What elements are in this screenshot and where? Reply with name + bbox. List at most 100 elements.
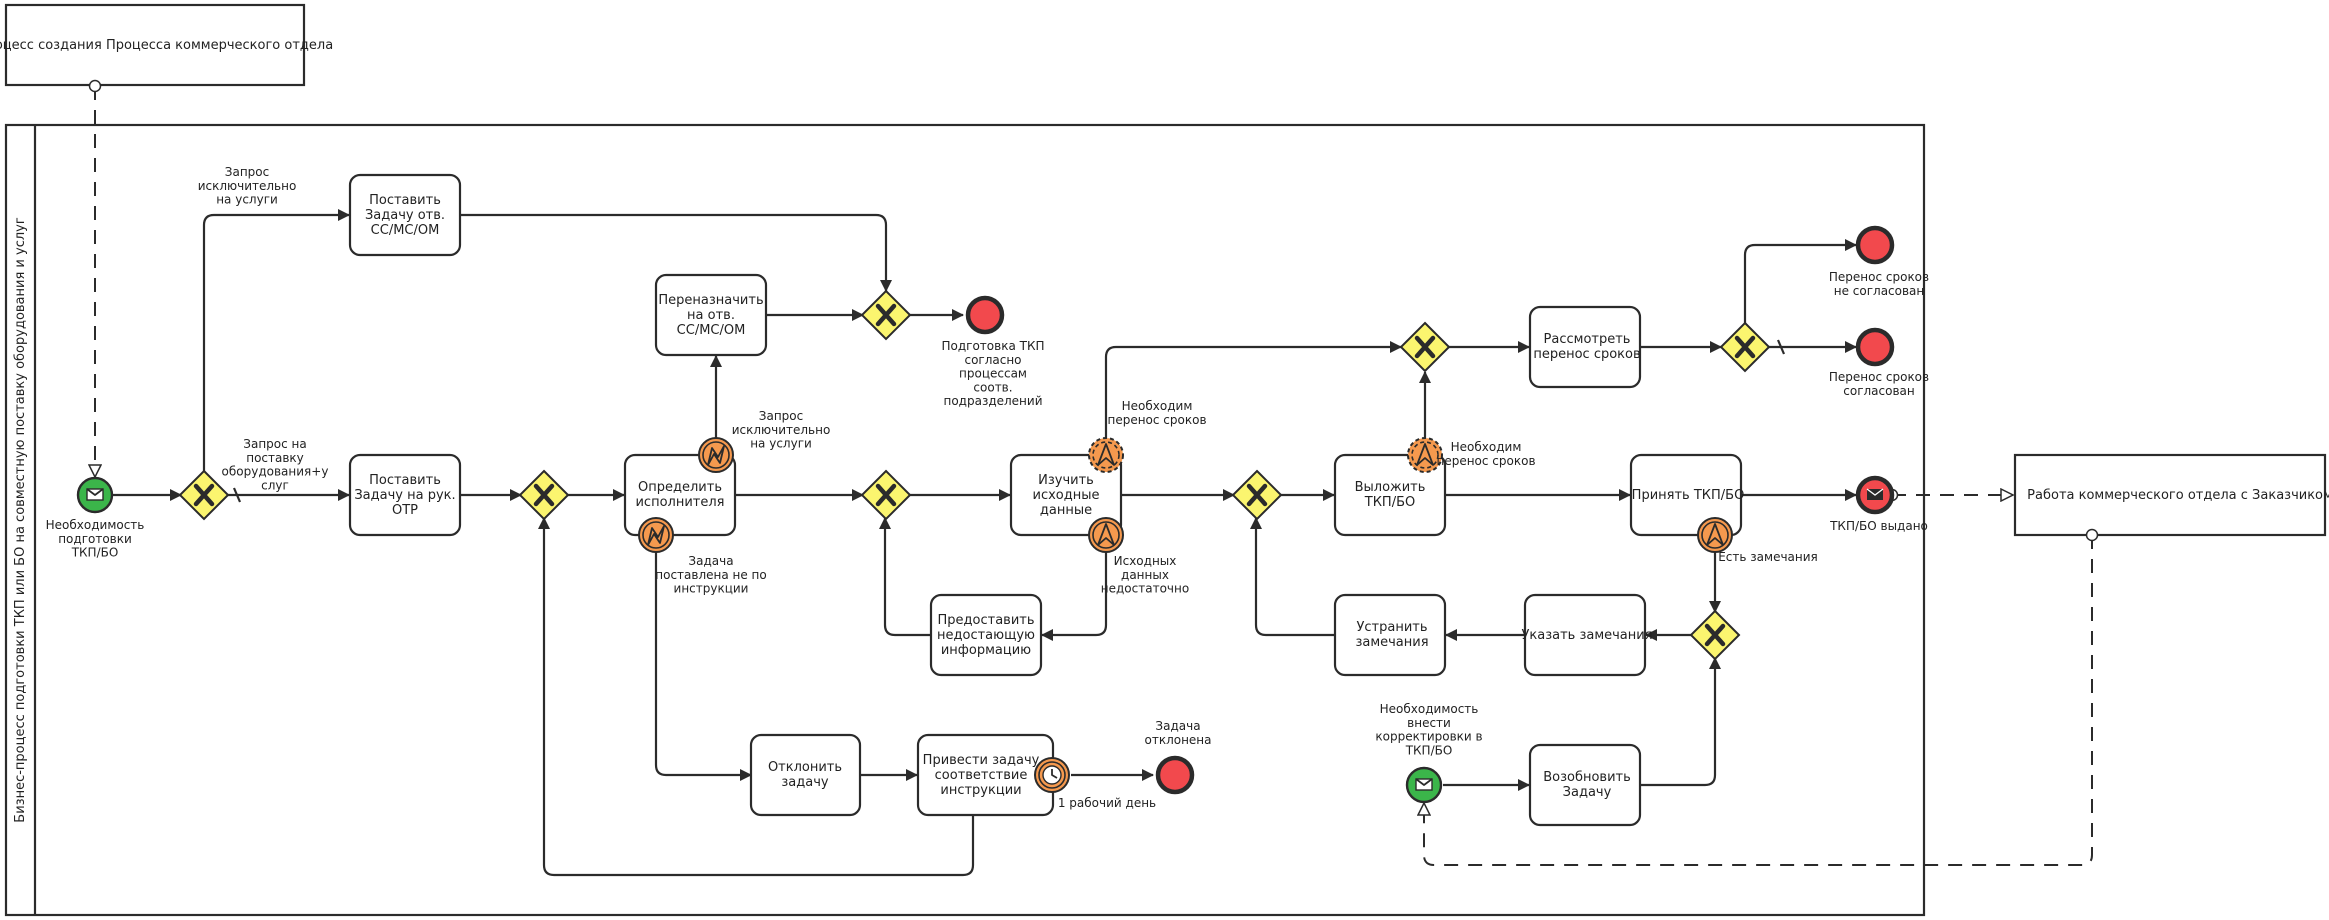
boundary-escalation-postpone-2[interactable] [1407,437,1443,473]
start-event-need-tkp[interactable] [76,476,114,514]
exclusive-x-icon [533,483,555,507]
exclusive-x-icon [1734,335,1756,359]
boundary-error-services-only[interactable] [698,437,734,473]
gateway-top-merge[interactable] [860,289,912,341]
gateway-publish-merge[interactable] [1231,469,1283,521]
escalation-arrow-icon [1097,523,1115,546]
pool-top[interactable] [4,3,306,87]
boundary-escalation-postpone-1[interactable] [1088,437,1124,473]
exclusive-x-icon [1414,335,1436,359]
gateway-postpone-decision[interactable] [1719,321,1771,373]
label-end-issued: ТКП/БО выдано [1829,519,1928,533]
boundary-timer-one-day[interactable] [1034,757,1070,793]
exclusive-x-icon [875,483,897,507]
flow-fix-to-gw4[interactable] [1250,517,1335,637]
flow-task-otv-to-gw-top[interactable] [460,213,892,292]
task-accept-tkp[interactable]: Принять ТКП/БО [1629,453,1745,537]
flow-gw-decision-to-not-agreed[interactable] [1743,239,1857,324]
flow-bring-to-gw2[interactable] [538,517,975,877]
clock-icon [1042,765,1062,785]
end-event-issued[interactable] [1855,475,1895,515]
gateway-otr-merge[interactable] [518,469,570,521]
envelope-icon [86,488,104,501]
start-event-corrections[interactable] [1405,766,1443,804]
end-event-agreed[interactable] [1855,327,1895,367]
escalation-arrow-icon [1097,443,1115,466]
label-timer: 1 рабочий день [1058,796,1156,810]
exclusive-x-icon [1246,483,1268,507]
pool-top-label: Процесс создания Процесса коммерческого … [0,38,333,53]
gateway-remarks-merge[interactable] [1689,609,1741,661]
task-indicate-remarks[interactable]: Указать замечания [1521,593,1653,677]
gateway-postpone-merge[interactable] [1399,321,1451,373]
exclusive-x-icon [193,483,215,507]
boundary-escalation-missing-data[interactable] [1088,517,1124,553]
envelope-icon [1866,488,1884,500]
exclusive-x-icon [875,303,897,327]
error-lightning-icon [647,525,665,546]
flow-error-to-reject[interactable] [654,551,752,781]
escalation-arrow-icon [1416,443,1434,466]
default-flow-mark-1 [232,487,242,503]
exclusive-x-icon [1704,623,1726,647]
gateway-request-type[interactable] [178,469,230,521]
task-label: Указать замечания [1521,628,1652,643]
envelope-icon [1415,778,1433,791]
flow-gw1-to-task-otv[interactable] [202,209,350,472]
gateway-study-merge[interactable] [860,469,912,521]
flow-resume-to-gw-remarks[interactable] [1640,657,1721,787]
pool-right[interactable] [2013,453,2327,537]
boundary-error-not-by-instruction[interactable] [638,517,674,553]
flow-esc-to-gw-postpone[interactable] [1104,341,1402,439]
pool-main-lane-label: Бизнес-процесс подготовки ТКП или БО на … [13,217,28,823]
end-event-prepared[interactable] [965,295,1005,335]
end-event-rejected[interactable] [1155,755,1195,795]
flow-esc-to-provide[interactable] [1041,551,1108,641]
pool-right-label: Работа коммерческого отдела с Заказчиком [2027,488,2329,503]
task-label: Принять ТКП/БО [1632,488,1745,503]
boundary-escalation-remarks[interactable] [1697,517,1733,553]
flow-provide-to-gw3[interactable] [879,517,931,637]
end-event-not-agreed[interactable] [1855,225,1895,265]
label-esc-remarks: Есть замечания [1718,550,1818,564]
error-lightning-icon [707,445,725,466]
message-flow-customer-to-corrections[interactable] [1424,535,2092,866]
